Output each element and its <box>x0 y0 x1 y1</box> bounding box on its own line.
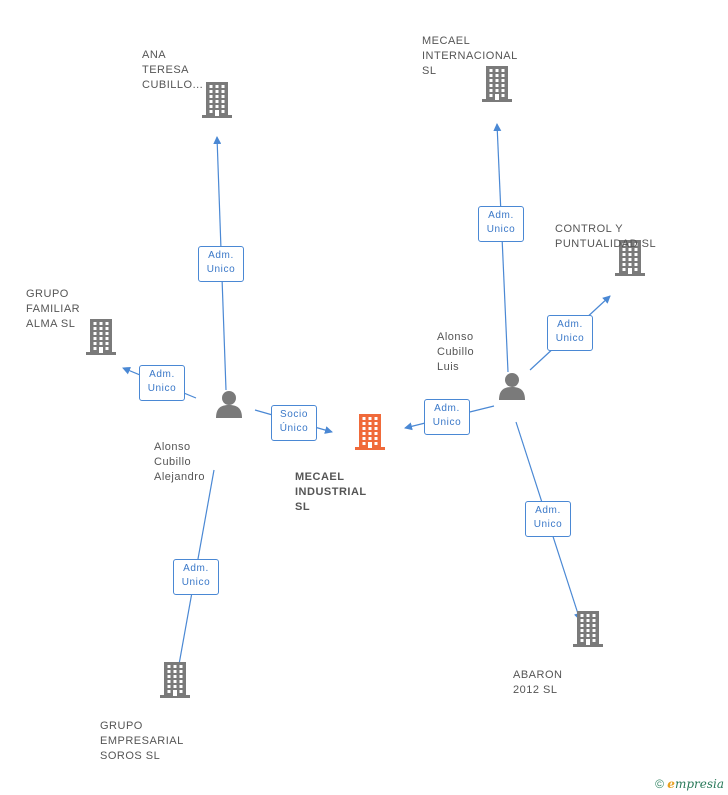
building-icon[interactable] <box>86 319 116 360</box>
edge-label-alonso-luis-to-abaron: Adm. Unico <box>525 501 571 537</box>
edge-label-line: Adm. <box>183 563 209 574</box>
node-label-mecael-industrial[interactable]: MECAEL INDUSTRIAL SL <box>295 470 445 515</box>
node-label-line: MECAEL <box>295 471 345 483</box>
node-label-grupo-empresarial[interactable]: GRUPO EMPRESARIAL SOROS SL <box>100 719 250 764</box>
edge-label-alonso-luis-to-mecael-industrial: Adm. Unico <box>424 399 470 435</box>
person-icon[interactable] <box>215 390 243 423</box>
edge-alonso-luis-to-mecael-internacional <box>493 123 509 373</box>
edge-label-alonso-alejandro-to-grupo-familiar: Adm. Unico <box>139 365 185 401</box>
node-label-line: CUBILLO... <box>142 79 204 91</box>
node-label-ana-teresa[interactable]: ANA TERESA CUBILLO... <box>142 48 292 93</box>
node-label-line: ABARON <box>513 669 563 681</box>
node-label-line: MECAEL <box>422 35 471 47</box>
building-icon[interactable] <box>355 414 385 455</box>
node-label-line: GRUPO <box>26 288 69 300</box>
node-label-line: Luis <box>437 361 460 373</box>
edge-label-line: Unico <box>486 224 516 235</box>
node-label-line: INTERNACIONAL <box>422 50 518 62</box>
copyright-symbol: © <box>655 777 664 791</box>
edge-label-line: Unico <box>555 333 585 344</box>
edge-label-alonso-alejandro-to-ana-teresa: Adm. Unico <box>198 246 244 282</box>
footer-brand: © empresia <box>655 777 724 791</box>
edge-label-line: Unico <box>432 417 462 428</box>
edge-label-line: Adm. <box>535 505 561 516</box>
node-label-control-puntualidad[interactable]: CONTROL Y PUNTUALIDAD SL <box>555 222 705 252</box>
node-label-line: SOROS SL <box>100 750 161 762</box>
edge-label-line: Unico <box>533 519 563 530</box>
edge-label-line: Unico <box>181 577 211 588</box>
node-label-line: EMPRESARIAL <box>100 735 184 747</box>
node-label-line: Cubillo <box>154 456 192 468</box>
edge-label-line: Socio <box>279 409 308 420</box>
node-label-line: ANA <box>142 49 167 61</box>
node-label-line: TERESA <box>142 64 190 76</box>
node-label-line: SL <box>295 501 311 513</box>
node-label-line: Cubillo <box>437 346 475 358</box>
building-icon[interactable] <box>615 240 645 281</box>
edge-label-line: Unico <box>147 383 177 394</box>
node-label-abaron[interactable]: ABARON 2012 SL <box>513 668 663 698</box>
edge-label-alonso-luis-to-mecael-internacional: Adm. Unico <box>478 206 524 242</box>
node-label-line: Alonso <box>437 331 474 343</box>
node-label-line: Alonso <box>154 441 191 453</box>
node-label-line: GRUPO <box>100 720 143 732</box>
node-label-line: FAMILIAR <box>26 303 81 315</box>
edge-label-line: Adm. <box>208 250 234 261</box>
building-icon[interactable] <box>482 66 512 107</box>
building-icon[interactable] <box>573 611 603 652</box>
node-label-grupo-familiar[interactable]: GRUPO FAMILIAR ALMA SL <box>26 287 176 332</box>
building-icon[interactable] <box>160 662 190 703</box>
node-label-line: CONTROL Y <box>555 223 624 235</box>
edge-label-line: Adm. <box>434 403 460 414</box>
node-label-mecael-internacional[interactable]: MECAEL INTERNACIONAL SL <box>422 34 572 79</box>
edge-label-line: Único <box>279 423 309 434</box>
node-label-line: INDUSTRIAL <box>295 486 367 498</box>
building-icon[interactable] <box>202 82 232 123</box>
edge-label-line: Adm. <box>557 319 583 330</box>
edge-label-line: Unico <box>206 264 236 275</box>
empresia-logo[interactable]: empresia <box>667 777 724 791</box>
node-label-line: ALMA SL <box>26 318 76 330</box>
node-label-line: SL <box>422 65 437 77</box>
node-label-line: PUNTUALIDAD SL <box>555 238 657 250</box>
edge-label-line: Adm. <box>149 369 175 380</box>
edge-label-alonso-alejandro-to-grupo-empresarial: Adm. Unico <box>173 559 219 595</box>
node-label-line: 2012 SL <box>513 684 558 696</box>
edge-label-alonso-luis-to-control-puntualidad: Adm. Unico <box>547 315 593 351</box>
node-label-line: Alejandro <box>154 471 205 483</box>
edge-label-line: Adm. <box>488 210 514 221</box>
person-icon[interactable] <box>498 372 526 405</box>
